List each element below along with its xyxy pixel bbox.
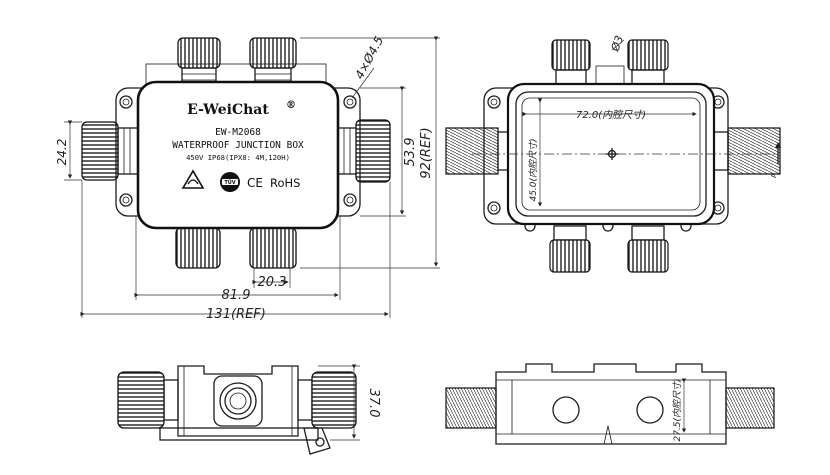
title-text: WATERPROOF JUNCTION BOX	[172, 140, 304, 151]
side-view: 37.0	[117, 364, 381, 455]
front-view: E-WeiChat ® EW-M2068 WATERPROOF JUNCTION…	[55, 34, 440, 322]
product-label: E-WeiChat ® EW-M2068 WATERPROOF JUNCTION…	[172, 100, 304, 192]
top-dia-dim: Ø3	[608, 34, 626, 54]
tuv-logo: TÜV	[220, 172, 240, 192]
top-gland-right	[249, 37, 297, 87]
ce-mark: CE	[247, 176, 263, 190]
overall-length-dim: 131(REF)	[206, 307, 266, 322]
body-length-dim: 81.9	[222, 288, 251, 303]
gland-height-dim: 24.2	[55, 139, 69, 166]
gland-spacing-dim: 20.3	[258, 275, 287, 290]
right-side-gland	[337, 119, 391, 183]
side-height-dim: 37.0	[366, 389, 381, 418]
rcm-logo	[181, 169, 205, 189]
model-text: EW-M2068	[215, 127, 261, 138]
brand-text: E-WeiChat	[187, 102, 269, 118]
lid	[136, 80, 340, 230]
overall-height-dim: 92(REF)	[419, 127, 434, 178]
registered-mark: ®	[286, 100, 296, 111]
left-side-gland	[81, 121, 139, 181]
tuv-text: TÜV	[224, 179, 235, 186]
spec-text: 450V IP68(IPX8: 4M,120H)	[186, 153, 290, 162]
section-view: 27.5(内腔尺寸)	[445, 363, 775, 445]
interior-view: Ø3 72.0(内腔尺寸) 45.0(内腔尺寸)	[445, 34, 781, 273]
inner-width-dim: 45.0(内腔尺寸)	[528, 138, 539, 201]
section-marker: A	[770, 173, 778, 178]
inner-length-dim: 72.0(内腔尺寸)	[576, 109, 646, 121]
top-gland-left	[177, 37, 221, 87]
section-height-dim: 27.5(内腔尺寸)	[672, 378, 683, 441]
rohs-mark: RoHS	[270, 176, 300, 190]
body-height-dim: 53.9	[403, 138, 418, 167]
